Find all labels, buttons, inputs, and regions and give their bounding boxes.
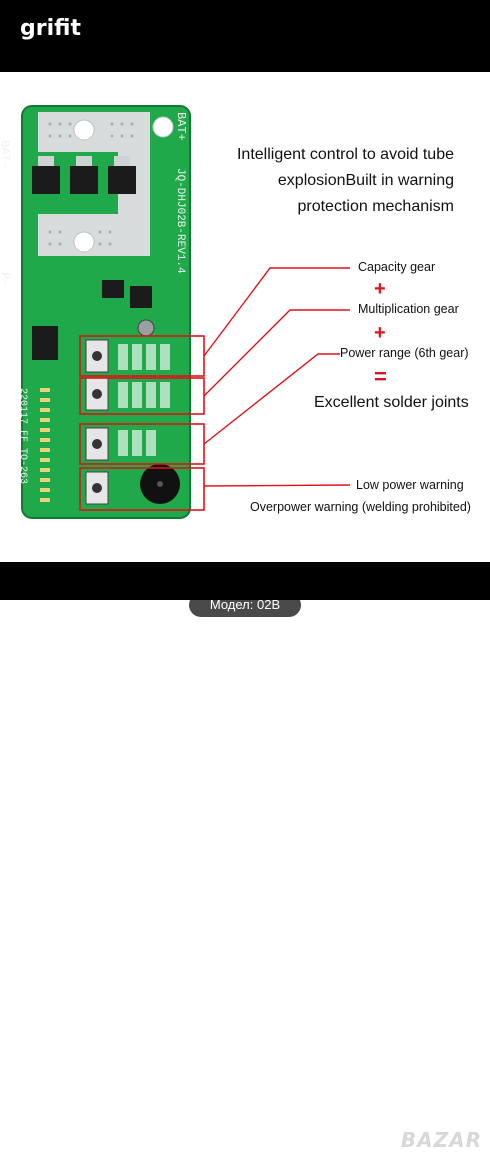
plus-sign-1: + bbox=[374, 278, 386, 300]
equals-sign: = bbox=[374, 364, 387, 389]
capacity-gear-label: Capacity gear bbox=[358, 260, 436, 274]
bat-minus-label: BAT- bbox=[0, 140, 12, 169]
bottom-bar: BAZAR bbox=[0, 562, 490, 1152]
watermark-logo: BAZAR bbox=[400, 1128, 482, 1152]
p-minus-label: P- bbox=[0, 272, 12, 287]
plus-sign-2: + bbox=[374, 322, 386, 344]
headline-line-2: explosionBuilt in warning bbox=[277, 172, 454, 189]
bat-plus-label: BAT+ bbox=[174, 112, 188, 141]
pcb-board bbox=[21, 105, 351, 519]
product-image: BAT- BAT+ P- JQ-DHJ02B-REV1.4 220117 FF … bbox=[0, 72, 490, 617]
headline-line-1: Intelligent control to avoid tube bbox=[236, 146, 454, 163]
power-range-label: Power range (6th gear) bbox=[340, 346, 469, 360]
headline: Intelligent control to avoid tube explos… bbox=[164, 142, 454, 220]
top-bar: grifit bbox=[0, 0, 490, 72]
overpower-warning-label: Overpower warning (welding prohibited) bbox=[250, 500, 471, 514]
headline-line-3: protection mechanism bbox=[297, 198, 454, 215]
multiplication-gear-label: Multiplication gear bbox=[358, 302, 459, 316]
low-power-warning-label: Low power warning bbox=[356, 478, 464, 492]
result-label: Excellent solder joints bbox=[314, 394, 469, 411]
brand-name: grifit bbox=[20, 16, 81, 41]
date-code-label: 220117 FF TO-263 bbox=[17, 388, 28, 485]
